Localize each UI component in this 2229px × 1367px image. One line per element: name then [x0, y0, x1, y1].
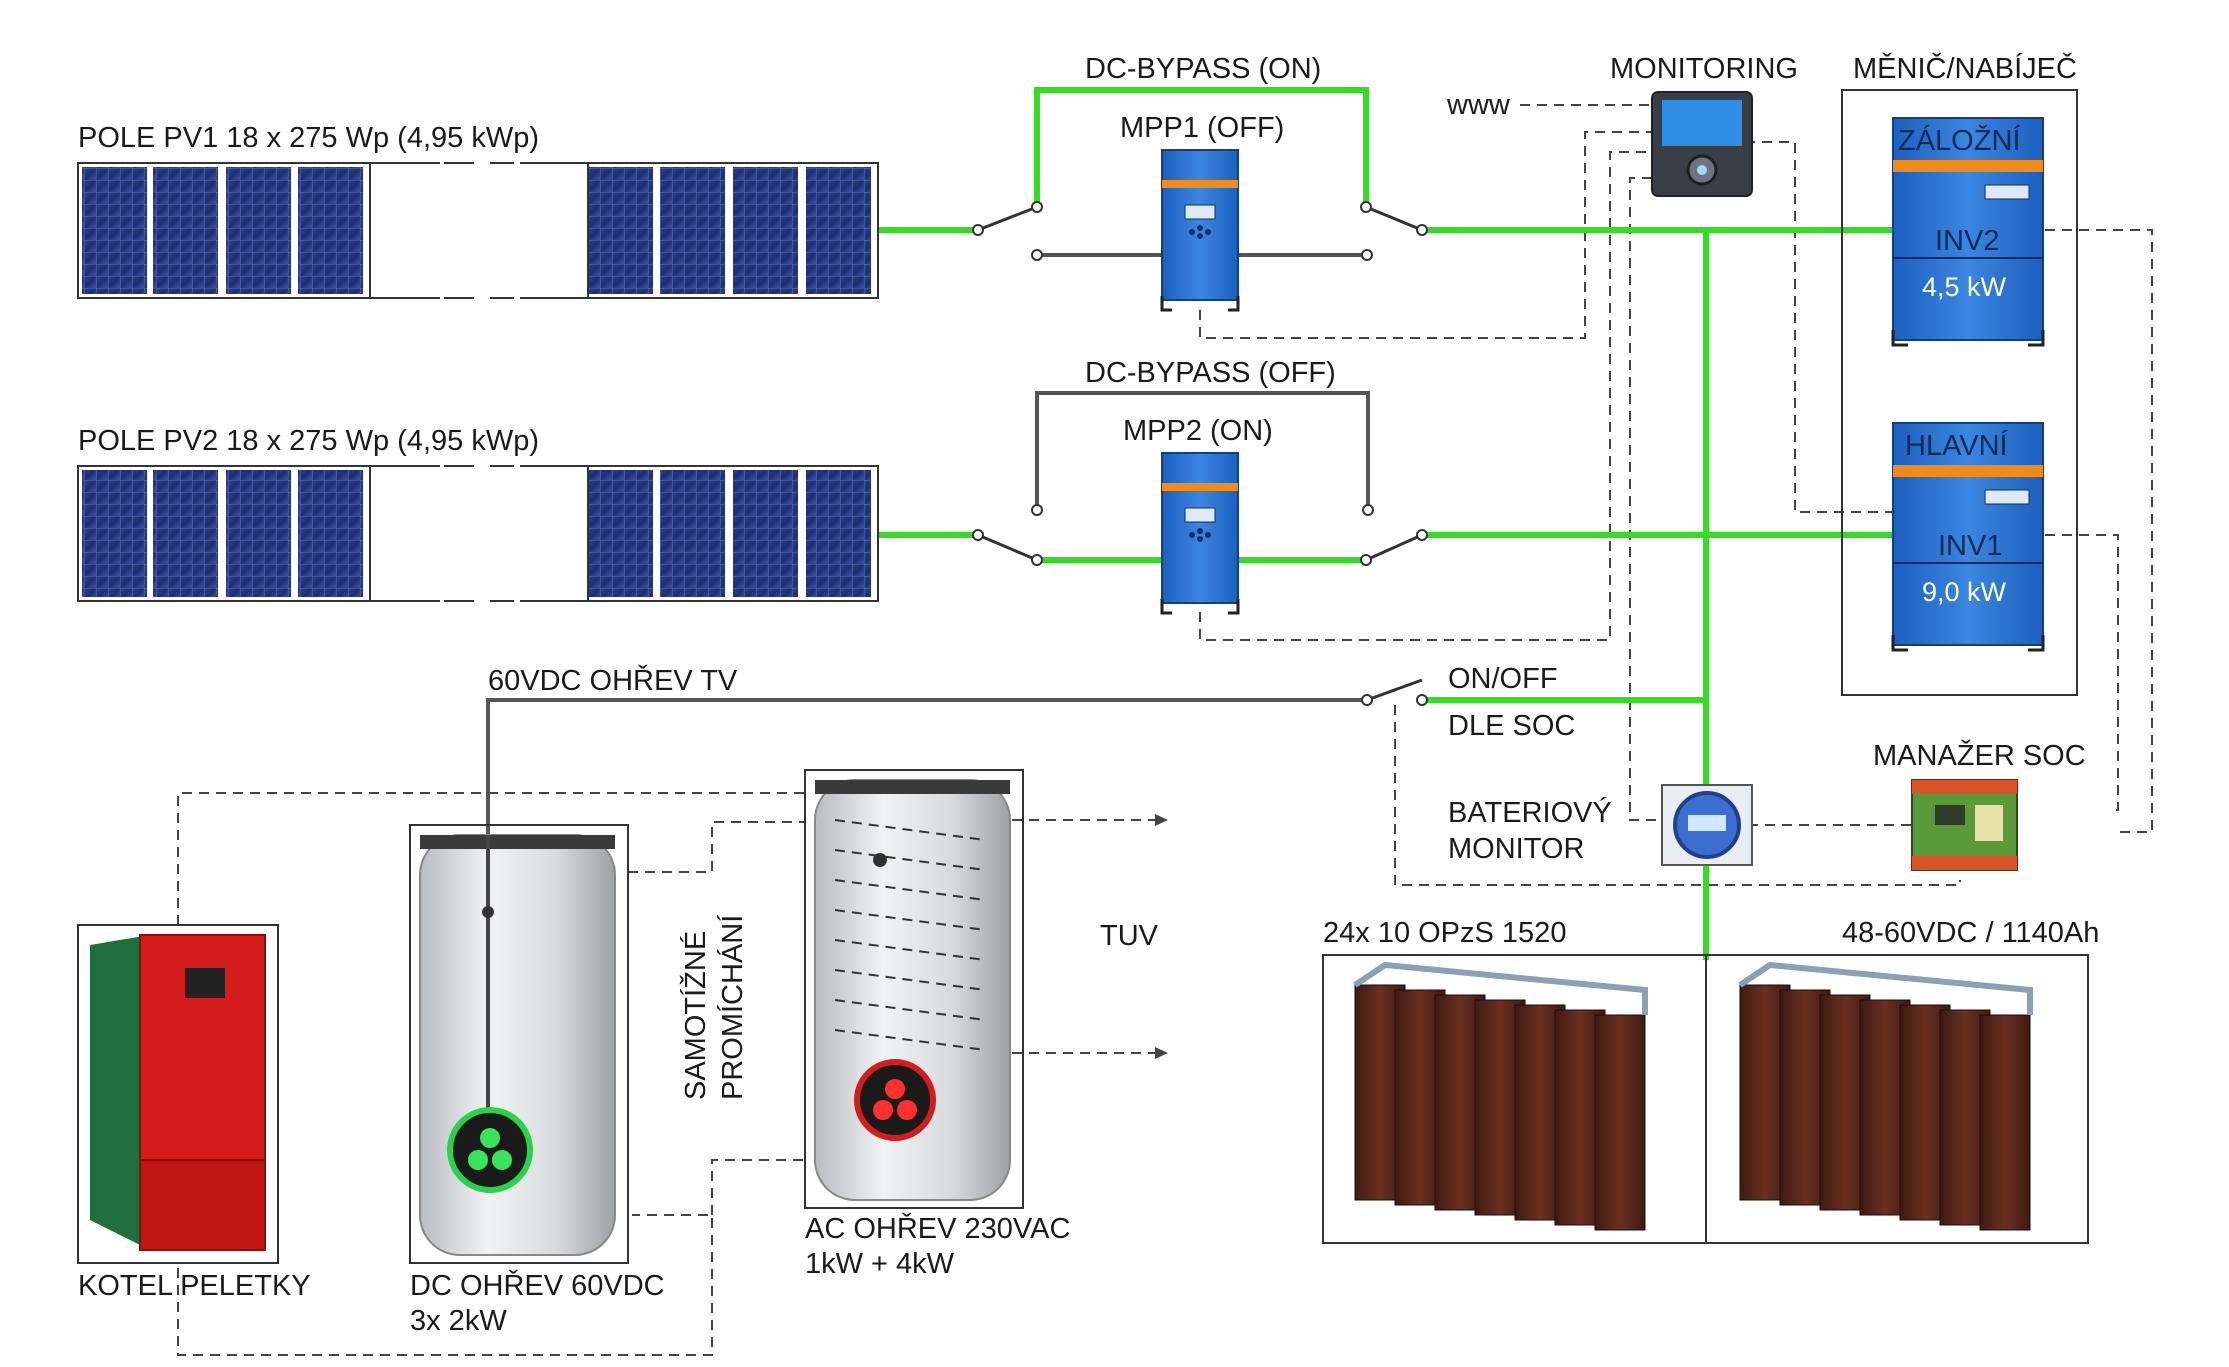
battery-monitor-label-1: BATERIOVÝ [1448, 796, 1612, 829]
dc-tank-label-1: DC OHŘEV 60VDC [410, 1269, 665, 1302]
monitoring-unit: MONITORING www [1446, 53, 1798, 197]
mpp1-label: MPP1 (OFF) [1120, 112, 1284, 144]
signal-wires [177, 104, 2153, 1356]
soc-manager-label: MANAŽER SOC [1873, 739, 2086, 772]
dc-heating-line-label: 60VDC OHŘEV TV [488, 664, 738, 697]
inverter-group-title: MĚNIČ/NABÍJEČ [1853, 51, 2077, 85]
mppt-controller-2: MPP2 (ON) [1123, 415, 1273, 615]
battery-bank-label-left: 24x 10 OPzS 1520 [1323, 917, 1566, 949]
tuv-label: TUV [1100, 920, 1159, 952]
dc-bus [878, 87, 1895, 960]
dc-tank-label-2: 3x 2kW [410, 1305, 507, 1337]
inverter-group: MĚNIČ/NABÍJEČ [1841, 51, 2078, 696]
mixing-label-1: SAMOTÍŽNÉ [679, 931, 712, 1100]
pv1-label: POLE PV1 18 x 275 Wp (4,95 kWp) [78, 122, 539, 154]
inv1-role: HLAVNÍ [1905, 429, 2009, 462]
inv2-role: ZÁLOŽNÍ [1898, 124, 2021, 157]
bypass-bottom-label: DC-BYPASS (OFF) [1085, 357, 1336, 389]
inv1-name: INV1 [1938, 530, 2002, 562]
boiler-label: KOTEL PELETKY [78, 1270, 311, 1302]
switch-arms [977, 205, 1423, 702]
battery-bank: 24x 10 OPzS 1520 48-60VDC / 1140Ah [1322, 917, 2099, 1244]
pv1-panels [82, 167, 871, 294]
mpp2-label: MPP2 (ON) [1123, 415, 1273, 447]
switch-contacts [972, 201, 1428, 706]
battery-cells-left [1353, 961, 1648, 1231]
pv2-panels [82, 470, 871, 597]
pv-array-1: POLE PV1 18 x 275 Wp (4,95 kWp) [77, 122, 879, 301]
battery-bank-label-right: 48-60VDC / 1140Ah [1842, 917, 2099, 949]
inv2-name: INV2 [1935, 225, 1999, 257]
tuv-arrows [1155, 814, 1168, 1059]
inverter-inv2: ZÁLOŽNÍ INV2 4,5 kW [1891, 117, 2045, 347]
monitoring-title: MONITORING [1610, 53, 1798, 85]
mppt-controller-1: MPP1 (OFF) [1120, 112, 1284, 312]
battery-cells-right [1738, 961, 2033, 1231]
ac-tank-label-1: AC OHŘEV 230VAC [805, 1212, 1070, 1245]
inv1-power: 9,0 kW [1922, 577, 2007, 607]
ac-tank-label-2: 1kW + 4kW [805, 1248, 955, 1280]
switch-label-1: ON/OFF [1448, 663, 1558, 695]
www-label: www [1446, 89, 1511, 121]
pv-array-2: POLE PV2 18 x 275 Wp (4,95 kWp) [77, 425, 879, 604]
bypass-top-label: DC-BYPASS (ON) [1085, 53, 1321, 85]
switch-label-2: DLE SOC [1448, 710, 1575, 742]
battery-monitor: BATERIOVÝ MONITOR [1448, 784, 1753, 866]
pellet-boiler: KOTEL PELETKY [77, 924, 311, 1302]
inv2-power: 4,5 kW [1922, 272, 2007, 302]
mixing-label-2: PROMÍCHÁNÍ [716, 914, 749, 1100]
ac-heating-tank: AC OHŘEV 230VAC 1kW + 4kW [804, 769, 1070, 1280]
heat-exchanger-coil [834, 819, 986, 1051]
pv2-label: POLE PV2 18 x 275 Wp (4,95 kWp) [78, 425, 539, 457]
dc-heating-tank: DC OHŘEV 60VDC 3x 2kW [409, 824, 665, 1337]
soc-manager: MANAŽER SOC [1873, 739, 2086, 871]
inverter-inv1: HLAVNÍ INV1 9,0 kW [1891, 422, 2045, 652]
battery-monitor-label-2: MONITOR [1448, 833, 1584, 865]
